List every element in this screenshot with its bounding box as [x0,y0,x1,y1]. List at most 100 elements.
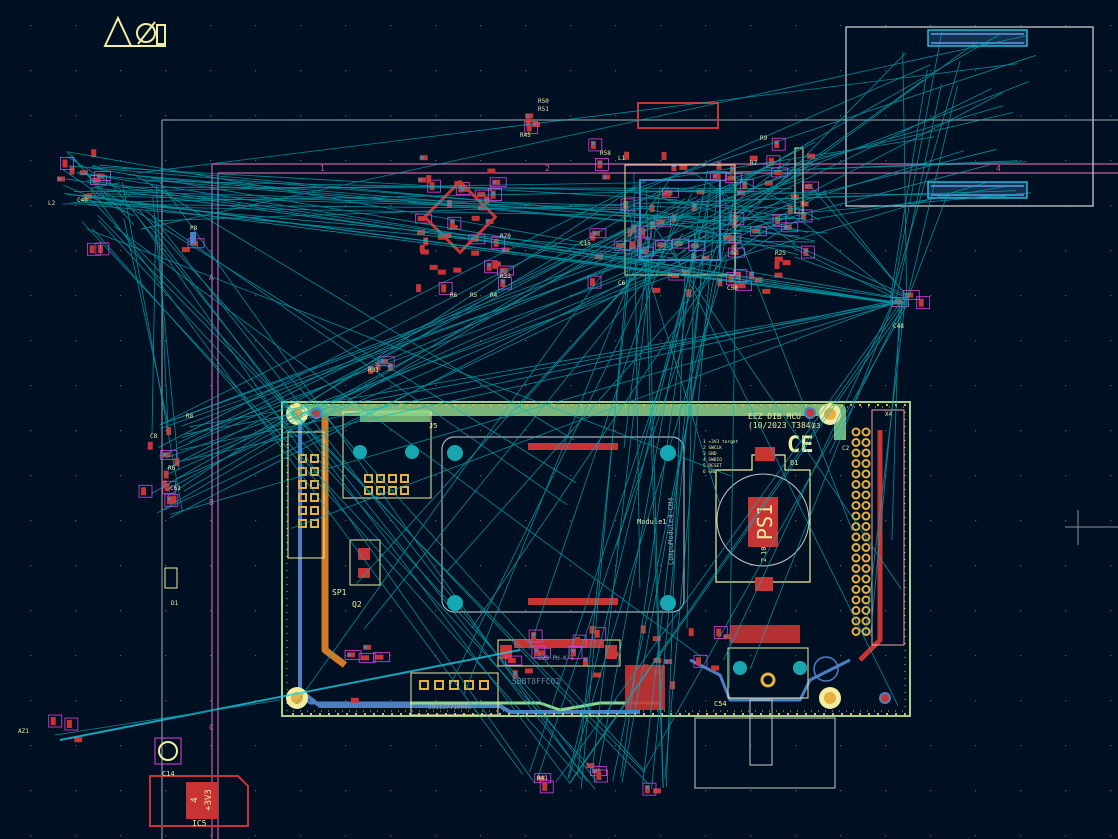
smd-pad [429,264,438,270]
grid-dot [390,70,392,72]
grid-dot [120,835,122,837]
rj-connector[interactable] [694,647,839,789]
edge-via [490,404,492,406]
ratsnest-line [108,180,596,790]
smd-pad [640,228,646,237]
fpc-connector-top[interactable] [927,29,1028,47]
grid-dot [705,205,707,207]
usb-connector[interactable] [497,639,621,667]
grid-dot [930,295,932,297]
edge-via [481,713,483,715]
edge-via [787,404,789,406]
edge-via [364,404,366,406]
grid-dot [975,115,977,117]
ldo-regulator[interactable] [149,737,249,827]
ratsnest-line [145,210,568,506]
grid-dot [930,475,932,477]
grid-dot [660,655,662,657]
ref-label: P8 [190,225,198,232]
edge-via [571,713,573,715]
header-pad [298,454,307,463]
header-pin [861,438,871,447]
via [665,660,669,664]
grid-dot [345,520,347,522]
smd-pad [679,164,688,170]
grid-dot [840,115,842,117]
header-pad [310,519,319,528]
ratsnest-line [707,149,997,222]
grid-dot [660,25,662,27]
via [592,231,596,235]
grid-dot [1110,25,1112,27]
grid-dot [1110,700,1112,702]
smd-pad [616,243,625,249]
edge-via [706,404,708,406]
grid-dot [885,790,887,792]
smd-pad [590,232,596,241]
edge-via [814,713,816,715]
grid-dot [1065,565,1067,567]
grid-dot [1020,340,1022,342]
ratsnest-line [628,54,1036,192]
via [487,263,491,267]
grid-dot [660,520,662,522]
smd-pad [66,720,72,729]
via [591,141,595,145]
ratsnest-line [905,85,958,304]
edge-via [679,713,681,715]
pin-header-40[interactable] [851,427,871,636]
ratsnest-line [180,302,895,462]
ratsnest-line [140,35,1028,230]
courtyard [160,449,178,460]
grid-dot [1065,25,1067,27]
smd-pad [361,655,370,661]
connector-j3[interactable] [287,410,432,559]
via [702,256,706,260]
compute-module-footprint[interactable] [441,436,685,613]
header-pin [851,585,861,594]
header-pin [861,469,871,479]
connector-pad [376,474,385,483]
smd-pad [420,249,429,255]
fpc-connector-bottom[interactable] [927,181,1028,199]
edge-via [508,713,510,715]
edge-via [625,713,627,715]
grid-dot [345,25,347,27]
grid-dot [480,430,482,432]
edge-via [751,713,753,715]
grid-dot [750,340,752,342]
via [167,497,171,501]
grid-dot [525,340,527,342]
connector-pad [400,474,409,483]
grid-dot [480,385,482,387]
grid-dot [930,25,932,27]
header-pin [861,543,871,552]
grid-dot [750,565,752,567]
edge-via [310,713,312,715]
edge-via [823,404,825,406]
grid-dot [975,25,977,27]
grid-dot [345,160,347,162]
ratsnest-line [515,264,647,411]
grid-dot [1110,475,1112,477]
courtyard [772,213,787,227]
grid-dot [615,790,617,792]
grid-dot [120,160,122,162]
grid-dot [30,205,32,207]
grid-dot [795,610,797,612]
grid-dot [480,115,482,117]
ratsnest-line [642,303,908,773]
ratsnest-line [664,188,718,779]
ratsnest-line [181,240,686,427]
edge-via [418,713,420,715]
conn-ref-label: J3 [812,422,820,430]
via [743,182,747,186]
grid-dot [795,745,797,747]
edge-via [472,713,474,715]
grid-dot [480,340,482,342]
header-pad [298,480,307,489]
terminal-block[interactable] [410,672,499,716]
